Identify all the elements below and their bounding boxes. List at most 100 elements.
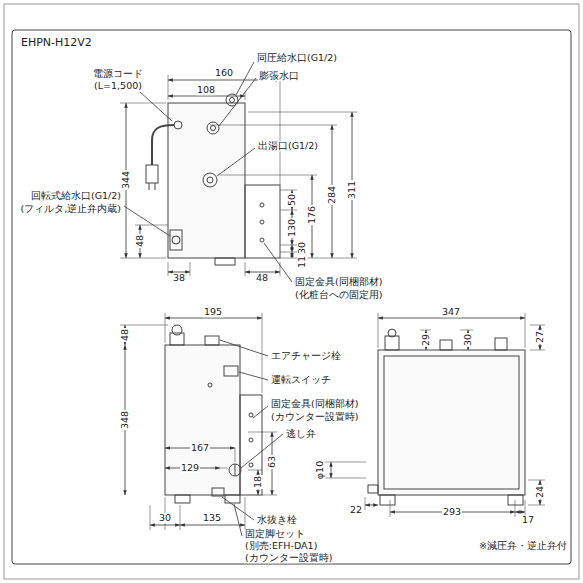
extension-line — [262, 495, 277, 496]
extension-line — [378, 313, 379, 348]
extension-line — [168, 75, 169, 100]
extension-line — [168, 262, 169, 276]
extension-line — [235, 448, 236, 462]
leader-line — [239, 372, 268, 380]
extension-line — [120, 103, 166, 104]
extension-line — [248, 432, 277, 433]
part-label: 固定金具(同梱部材) — [270, 399, 359, 409]
extension-line — [280, 252, 297, 253]
part-label: (L=1,500) — [93, 81, 143, 91]
dimension-value: 18 — [253, 475, 263, 489]
leader-line — [222, 497, 254, 520]
part-label: (別売:EFH-DA1) — [244, 541, 318, 551]
extension-line — [528, 480, 545, 481]
dimension-value: 135 — [202, 513, 222, 523]
extension-line — [525, 313, 526, 348]
model-title: EHPN-H12V2 — [18, 36, 95, 49]
extension-line — [248, 112, 357, 113]
leader-line — [220, 340, 268, 356]
dimension-value: 293 — [442, 507, 462, 517]
extension-line — [280, 258, 357, 259]
leader-line — [253, 406, 268, 418]
part-label: 運転スイッチ — [270, 375, 332, 385]
dimension-value: 24 — [535, 485, 545, 499]
dimension-value: 30 — [158, 513, 172, 523]
extension-line — [530, 325, 545, 326]
leader-line — [219, 78, 256, 126]
dimension-value: 344 — [121, 170, 131, 190]
extension-line — [515, 500, 516, 517]
dimension-value: 160 — [214, 68, 234, 78]
extension-line — [210, 125, 337, 126]
extension-line — [220, 468, 228, 469]
part-label: (フィルタ,逆止弁内蔵) — [20, 204, 122, 214]
dimension-value: 30 — [463, 333, 473, 347]
part-label: エアチャージ栓 — [270, 351, 342, 361]
dimension-value: 27 — [535, 330, 545, 344]
dimension-line — [165, 318, 262, 319]
dimension-line — [331, 462, 332, 478]
dimension-value: 48 — [255, 273, 269, 283]
part-label: 水抜き栓 — [256, 515, 298, 525]
extension-line — [120, 325, 168, 326]
dimension-value: 347 — [441, 307, 461, 317]
leader-line — [124, 206, 170, 236]
part-label: 膨張水口 — [258, 71, 300, 81]
extension-line — [280, 210, 297, 211]
dimension-value: 130 — [287, 218, 297, 238]
extension-line — [248, 470, 262, 471]
dimension-value: 167 — [190, 443, 210, 453]
dimension-line — [180, 525, 245, 526]
extension-line — [325, 478, 366, 479]
dimension-value: 30 — [297, 241, 307, 255]
dimension-value: 63 — [267, 455, 277, 469]
extension-line — [460, 330, 473, 331]
extension-line — [528, 505, 545, 506]
extension-line — [190, 262, 191, 276]
extension-line — [165, 313, 166, 343]
dimension-value: φ10 — [315, 460, 325, 480]
part-label: 逃し弁 — [285, 429, 317, 439]
part-label: 同圧給水口(G1/2) — [256, 53, 338, 63]
extension-line — [120, 258, 166, 259]
leader-line — [236, 62, 254, 95]
dimension-line — [515, 512, 525, 513]
dimension-value: 348 — [120, 410, 130, 430]
dimension-line — [292, 245, 293, 252]
part-label: 固定脚セット — [244, 529, 306, 539]
extension-line — [220, 175, 317, 176]
dimension-value: 11 — [297, 255, 307, 269]
dimension-value: 108 — [196, 85, 216, 95]
extension-line — [280, 190, 297, 191]
dimension-value: 176 — [307, 205, 317, 225]
dimension-value: 129 — [180, 463, 200, 473]
extension-line — [365, 497, 366, 510]
extension-line — [390, 500, 391, 517]
extension-line — [150, 505, 151, 530]
part-label: ※減圧弁・逆止弁付 — [478, 541, 568, 551]
extension-line — [280, 75, 281, 185]
dimension-value: 29 — [421, 333, 431, 347]
leader-line — [140, 92, 172, 121]
extension-line — [180, 505, 181, 530]
extension-line — [262, 313, 263, 393]
extension-line — [280, 245, 297, 246]
extension-line — [325, 462, 366, 463]
dimension-line — [292, 252, 293, 258]
dimension-value: 48 — [120, 328, 130, 342]
dimension-value: 48 — [135, 234, 145, 248]
part-label: (カウンター設置時) — [244, 553, 333, 563]
dimension-value: 284 — [327, 185, 337, 205]
dimension-value: 22 — [349, 505, 363, 515]
extension-line — [135, 225, 168, 226]
dimension-value: 195 — [203, 307, 223, 317]
part-label: (カウンター設置時) — [270, 412, 359, 422]
part-label: 固定金具(同梱部材) — [294, 277, 383, 287]
extension-line — [420, 330, 431, 331]
dimension-value: 311 — [347, 180, 357, 200]
part-label: 回転式給水口(G1/2) — [30, 191, 122, 201]
extension-line — [280, 262, 281, 276]
part-label: (化粧台への固定用) — [294, 290, 383, 300]
